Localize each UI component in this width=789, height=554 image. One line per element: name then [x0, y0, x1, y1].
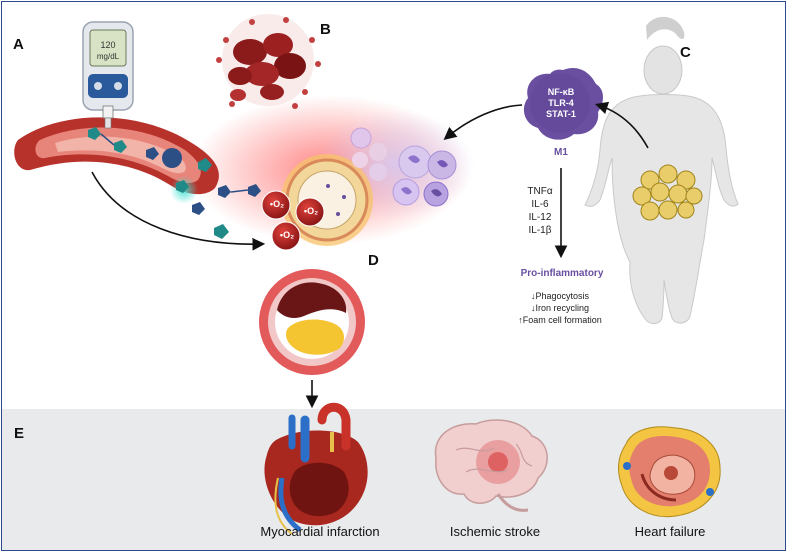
marker-tlr4: TLR-4 [548, 98, 574, 108]
rbc-aggregate [216, 14, 321, 109]
cytokine-il1b: IL-1β [528, 225, 552, 236]
panel-label-c: C [680, 44, 691, 61]
cytokine-il12: IL-12 [528, 212, 552, 223]
outcome-myocardial-infarction: Myocardial infarction [260, 524, 380, 539]
m1-macrophage [523, 67, 603, 140]
panel-label-b: B [320, 21, 331, 38]
arrow-macrophage-to-cells [443, 104, 523, 141]
ros-spheres [261, 190, 325, 251]
ros-label-2: •O₂ [303, 206, 319, 216]
glucose-molecules [88, 127, 261, 239]
glucose-value: 120 [100, 40, 116, 50]
pro-inflammatory-title: Pro-inflammatory [520, 268, 604, 279]
effect-iron-recycling: ↓Iron recycling [530, 303, 590, 313]
marker-nfkb: NF-κB [547, 87, 575, 97]
arrow-vessel-to-ros [91, 171, 266, 251]
plaque-cross-section [259, 269, 365, 375]
panel-label-e: E [14, 425, 25, 442]
outcome-heart-failure: Heart failure [634, 524, 706, 539]
heart-illustration [264, 402, 368, 535]
outcome-ischemic-stroke: Ischemic stroke [449, 524, 541, 539]
marker-stat1: STAT-1 [546, 109, 576, 119]
immune-cells [350, 127, 457, 207]
heart-cross-section [618, 426, 721, 518]
panel-label-a: A [13, 36, 24, 53]
blood-vessel [14, 117, 219, 195]
glucose-unit: mg/dL [96, 52, 120, 61]
glucometer [82, 21, 134, 129]
cytokine-tnfa: TNFα [527, 186, 553, 197]
cytokine-il6: IL-6 [531, 199, 549, 210]
brain-illustration [434, 419, 548, 512]
effect-phagocytosis: ↓Phagocytosis [530, 291, 590, 301]
ros-label-1: •O₂ [269, 199, 285, 209]
adipose-tissue [632, 164, 703, 221]
arrow-body-to-macrophage [594, 101, 649, 149]
effect-foam-cell: ↑Foam cell formation [518, 315, 602, 325]
macrophage-type: M1 [554, 147, 568, 158]
panel-label-d: D [368, 252, 379, 269]
ros-label-3: •O₂ [279, 230, 295, 240]
